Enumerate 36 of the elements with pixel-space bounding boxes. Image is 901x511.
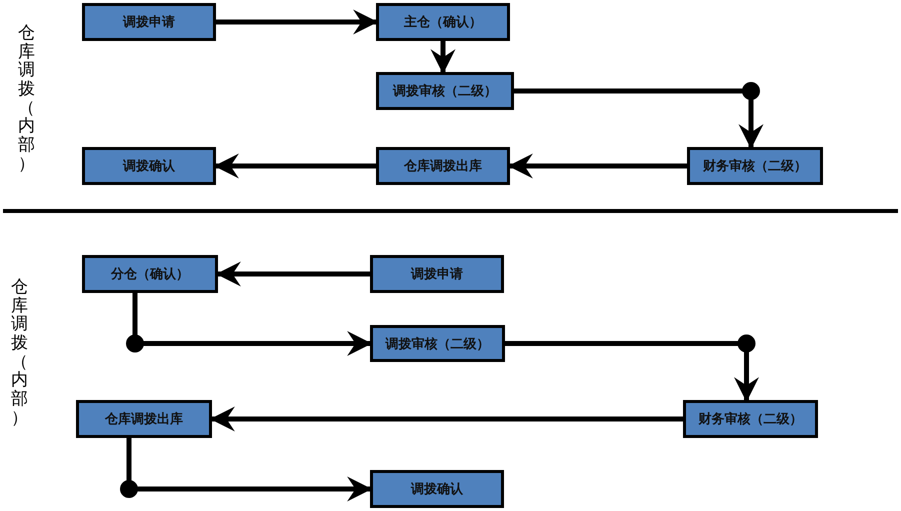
- process-label: 主仓（确认）: [404, 14, 482, 31]
- process-box: [376, 3, 510, 41]
- arrow: [505, 334, 759, 400]
- arrow: [212, 406, 683, 432]
- arrow: [218, 262, 370, 286]
- process-label: 仓库调拨出库: [404, 158, 482, 175]
- arrow: [216, 10, 376, 34]
- process-label: 调拨审核（二级）: [386, 336, 490, 352]
- process-label: 调拨申请: [123, 14, 175, 31]
- process-box: [376, 72, 514, 110]
- process-label: 调拨确认: [123, 158, 175, 175]
- arrow: [120, 438, 370, 502]
- process-box: [376, 147, 510, 185]
- process-box: [82, 3, 216, 41]
- arrow: [126, 293, 370, 356]
- process-label: 分仓（确认）: [111, 266, 189, 283]
- process-box: [370, 325, 505, 362]
- process-box: [370, 255, 504, 293]
- arrow: [430, 41, 456, 72]
- process-label: 仓库调拨出库: [105, 410, 183, 428]
- process-label: 调拨审核（二级）: [393, 82, 497, 100]
- process-label: 调拨确认: [411, 481, 463, 498]
- process-box: [82, 255, 218, 293]
- arrow: [510, 154, 687, 178]
- arrow: [216, 154, 376, 178]
- section-label: 仓库调拨（内部）: [18, 24, 35, 174]
- section-label: 仓库调拨（内部）: [11, 278, 28, 428]
- process-box: [683, 400, 818, 438]
- process-label: 财务审核（二级）: [698, 410, 802, 428]
- process-box: [76, 400, 212, 438]
- process-box: [370, 470, 504, 508]
- process-label: 财务审核（二级）: [703, 158, 807, 175]
- process-box: [82, 147, 216, 185]
- arrow: [514, 82, 764, 147]
- process-label: 调拨申请: [411, 266, 463, 283]
- process-box: [687, 147, 823, 185]
